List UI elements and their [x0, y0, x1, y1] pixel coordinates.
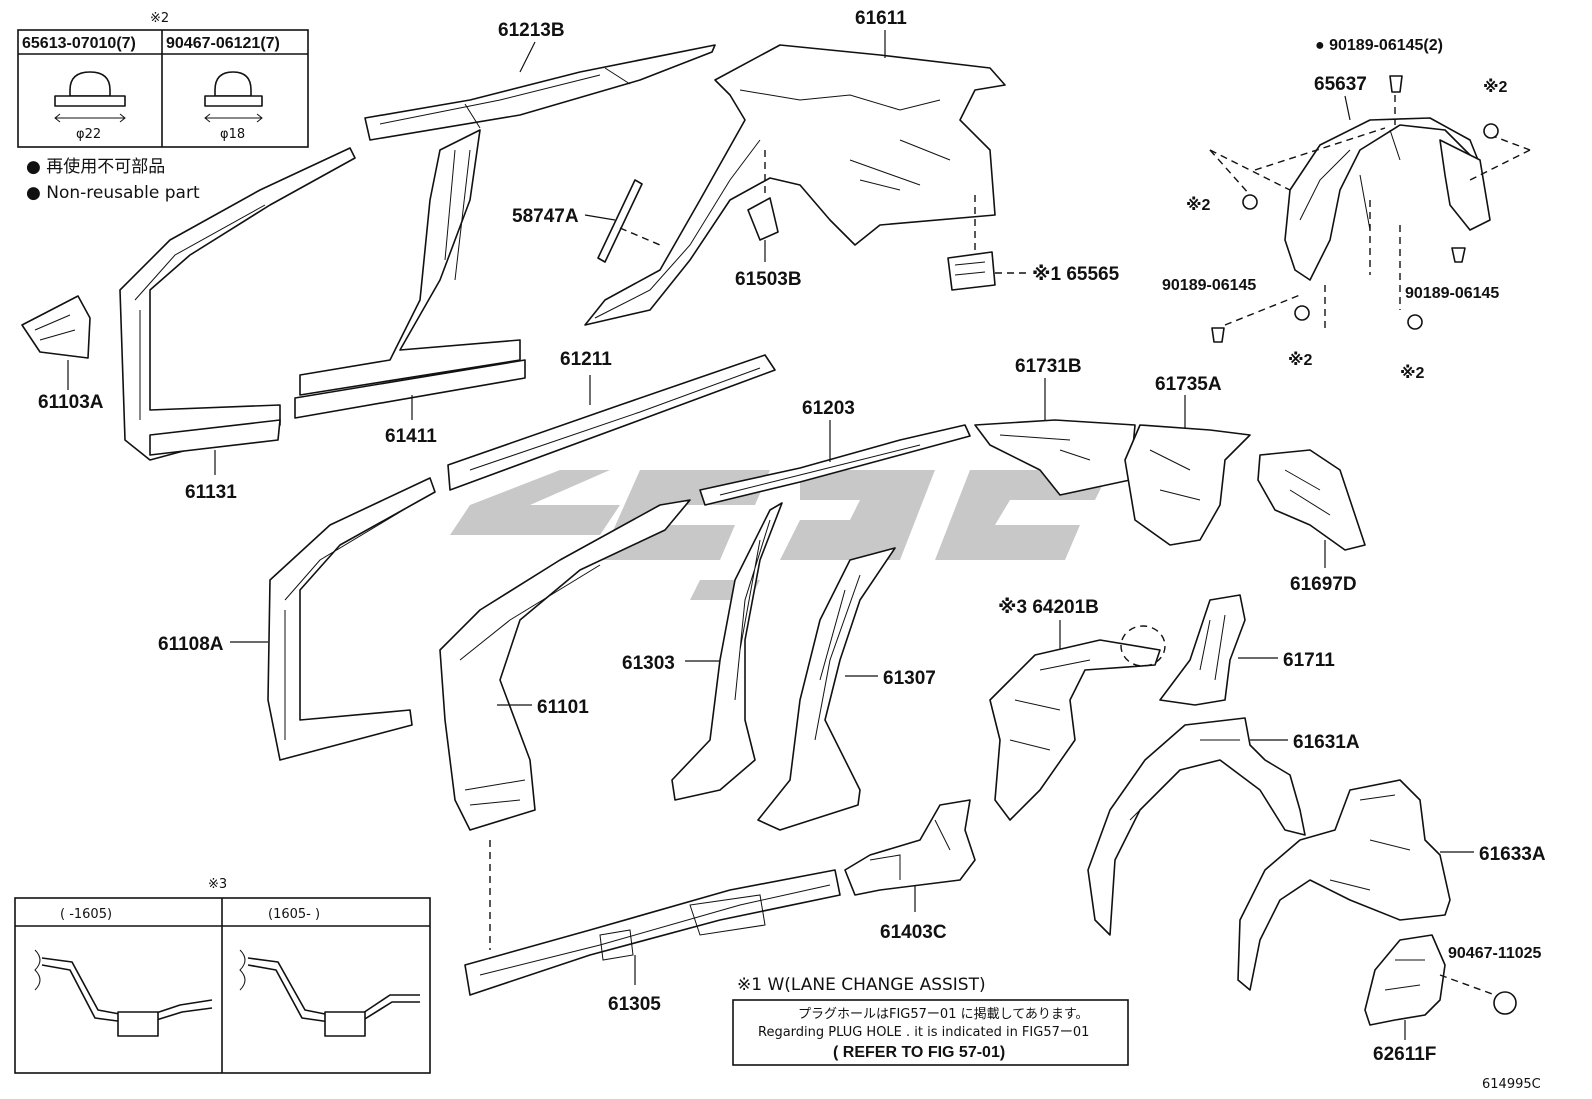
label-61633a: 61633A [1479, 844, 1546, 865]
bolt-icon [1451, 247, 1466, 263]
part-61611: 61611 [584, 8, 1006, 326]
label-x2-d: ※2 [1400, 364, 1425, 382]
label-90189-l: 90189-06145 [1162, 277, 1256, 294]
note-en: Regarding PLUG HOLE . it is indicated in… [758, 1025, 1089, 1040]
legend-note-mark: ※2 [150, 11, 169, 26]
label-61203: 61203 [802, 398, 855, 419]
label-61211: 61211 [560, 349, 612, 370]
label-x2-c: ※2 [1288, 351, 1313, 369]
label-61611: 61611 [855, 8, 907, 29]
label-61711: 61711 [1283, 650, 1335, 671]
label-58747a: 58747A [512, 206, 579, 227]
part-61213b: 61213B [364, 20, 716, 141]
label-65565: ※1 65565 [1032, 264, 1120, 285]
part-61101: 61101 [439, 499, 691, 950]
legend-table: ※2 65613-07010(7) 90467-06121(7) φ22 φ18… [17, 11, 309, 203]
part-61203: 61203 [699, 398, 971, 506]
label-61303: 61303 [622, 653, 675, 674]
part-61697d: 61697D [1257, 449, 1366, 595]
label-61631a: 61631A [1293, 732, 1360, 753]
label-62611f: 62611F [1373, 1044, 1436, 1065]
part-64201b: ※3 64201B [989, 597, 1166, 821]
legend-col1-dim: φ22 [76, 127, 101, 142]
clip-icon [1242, 194, 1258, 210]
note-lca: ※1 W(LANE CHANGE ASSIST) [737, 975, 986, 995]
legend-jp-line: ● 再使用不可部品 [26, 156, 165, 177]
part-side-outer: 61131 [119, 147, 356, 503]
label-61411: 61411 [385, 426, 437, 447]
label-61731b: 61731B [1015, 356, 1082, 377]
label-61108a: 61108A [158, 634, 224, 655]
legend-col2-dim: φ18 [220, 127, 245, 142]
notes: ※1 W(LANE CHANGE ASSIST) プラグホールはFIG57ー01… [732, 975, 1129, 1066]
part-65565: ※1 65565 [947, 195, 1120, 291]
bolt-icon [1389, 75, 1403, 93]
detail-left-range: ( -1605) [60, 907, 112, 922]
label-90467-11025: 90467-11025 [1448, 945, 1542, 962]
label-90189-2: ● 90189-06145(2) [1315, 37, 1443, 54]
label-65637: 65637 [1314, 74, 1367, 95]
part-61731b: 61731B [974, 356, 1136, 496]
detail-mark: ※3 [208, 877, 227, 892]
part-61211: 61211 [447, 349, 776, 491]
detail-right-range: (1605- ) [268, 907, 320, 922]
part-61108a: 61108A [158, 477, 436, 761]
part-61735a: 61735A [1124, 374, 1251, 546]
label-x2-b: ※2 [1186, 196, 1211, 214]
part-61103a: 61103A [21, 295, 104, 413]
part-65637: ● 90189-06145(2) 65637 ※2 ※2 90189-06145… [1162, 37, 1531, 382]
part-61503b: 61503B [735, 150, 802, 290]
label-61403c: 61403C [880, 922, 947, 943]
label-61131: 61131 [185, 482, 237, 503]
label-61503b: 61503B [735, 269, 802, 290]
part-61403c: 61403C [844, 799, 976, 943]
clip-icon [1407, 314, 1423, 330]
label-61307: 61307 [883, 668, 936, 689]
label-61103a: 61103A [38, 392, 104, 413]
clip-icon [1483, 123, 1499, 139]
label-61101: 61101 [537, 697, 589, 718]
part-61307: 61307 [757, 547, 936, 831]
figure-code: 614995C [1482, 1077, 1541, 1092]
label-x2-a: ※2 [1483, 78, 1508, 96]
note-jp: プラグホールはFIG57ー01 に掲載してあります。 [798, 1006, 1089, 1022]
clip-icon [1493, 991, 1517, 1015]
legend-en-line: ● Non-reusable part [26, 183, 200, 203]
bolt-icon [1211, 327, 1225, 343]
part-61305: 61305 [464, 869, 841, 1015]
clip-icon [1294, 305, 1310, 321]
part-61303: 61303 [622, 502, 783, 801]
legend-col2-part: 90467-06121(7) [166, 35, 280, 52]
label-61305: 61305 [608, 994, 661, 1015]
part-61631a: 61631A [1087, 717, 1360, 936]
part-61711: 61711 [1159, 594, 1335, 706]
clip-icon [54, 71, 126, 123]
part-58747a: 58747A [512, 179, 661, 263]
detail-box: ※3 ( -1605) (1605- ) [14, 877, 431, 1074]
label-64201b: ※3 64201B [998, 597, 1099, 618]
part-61633a: 61633A [1237, 779, 1546, 991]
label-61213b: 61213B [498, 20, 565, 41]
part-62611f: 62611F 90467-11025 614995C [1364, 934, 1542, 1092]
part-61411: 61411 [294, 129, 526, 447]
legend-col1-part: 65613-07010(7) [22, 35, 136, 52]
label-61697d: 61697D [1290, 574, 1357, 595]
clip-icon [204, 71, 263, 123]
label-90189-r: 90189-06145 [1405, 285, 1499, 302]
note-refer: ( REFER TO FIG 57-01) [833, 1044, 1005, 1061]
label-61735a: 61735A [1155, 374, 1222, 395]
